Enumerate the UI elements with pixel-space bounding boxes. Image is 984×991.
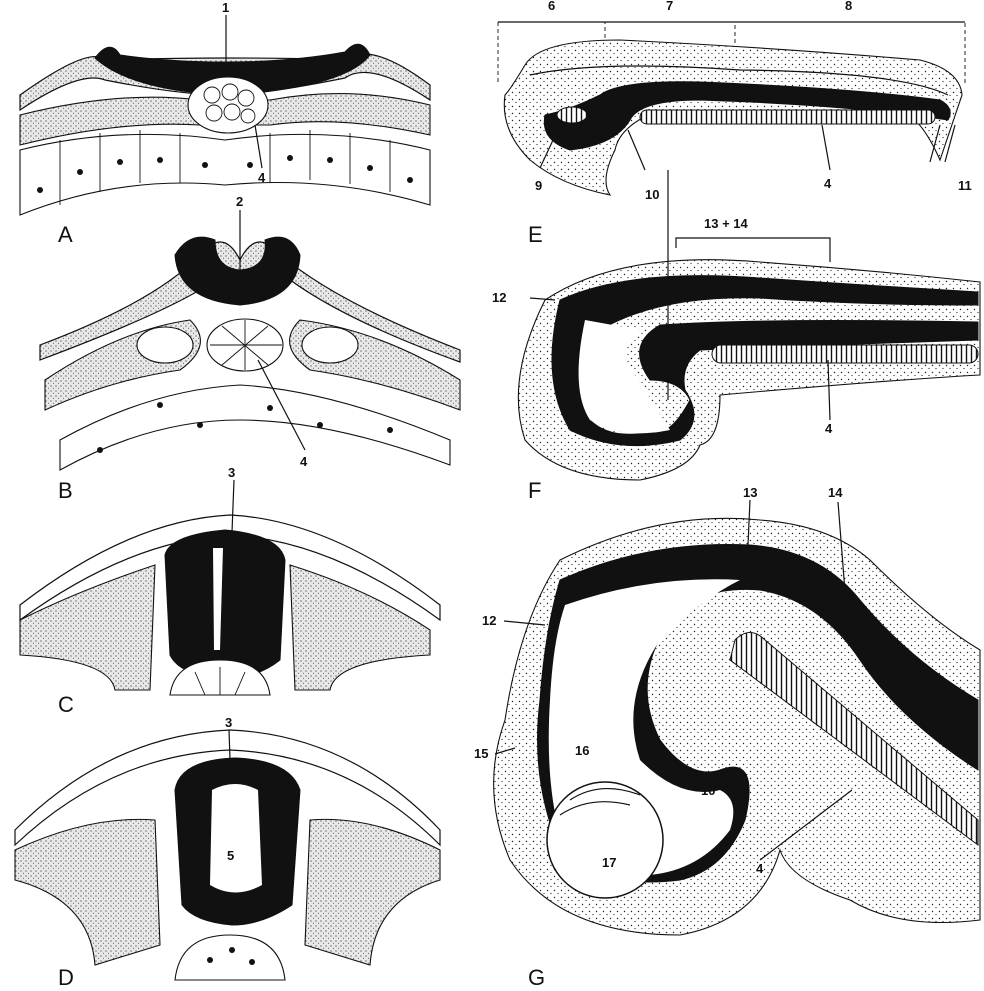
panel-label-c: C	[58, 692, 74, 717]
label-11: 11	[958, 178, 972, 193]
label-6: 6	[548, 0, 555, 13]
label-4-e: 4	[824, 176, 832, 191]
label-4-g: 4	[756, 861, 764, 876]
label-13-14: 13 + 14	[704, 216, 749, 231]
label-10-g: 10	[701, 783, 715, 798]
label-7: 7	[666, 0, 673, 13]
label-5: 5	[227, 848, 234, 863]
label-9: 9	[535, 178, 542, 193]
panel-c: 3 C	[20, 465, 440, 717]
label-12-g: 12	[482, 613, 496, 628]
panel-d: 3 5 D	[15, 715, 440, 990]
label-14: 14	[828, 485, 843, 500]
panel-g: 13 14 12 15 16 10 17 4 G	[474, 485, 980, 990]
label-1: 1	[222, 0, 229, 15]
label-8: 8	[845, 0, 852, 13]
label-17: 17	[602, 855, 616, 870]
panel-label-g: G	[528, 965, 545, 990]
label-2: 2	[236, 194, 243, 209]
panel-b: 2 4 B	[40, 194, 460, 503]
label-10-e: 10	[645, 187, 659, 202]
label-12-f: 12	[492, 290, 506, 305]
panel-e: 6 7 8 9 10 4 11 E	[498, 0, 972, 247]
panel-label-d: D	[58, 965, 74, 990]
panel-f: 13 + 14 12 4 F	[492, 170, 980, 503]
panel-label-f: F	[528, 478, 541, 503]
label-4-a: 4	[258, 170, 266, 185]
panel-label-b: B	[58, 478, 73, 503]
label-4-f: 4	[825, 421, 833, 436]
label-16: 16	[575, 743, 589, 758]
panel-label-a: A	[58, 222, 73, 247]
label-4-b: 4	[300, 454, 308, 469]
label-3-d: 3	[225, 715, 232, 730]
label-15: 15	[474, 746, 488, 761]
label-3-c: 3	[228, 465, 235, 480]
label-13: 13	[743, 485, 757, 500]
panel-a: 1 4 A	[20, 0, 430, 247]
panel-label-e: E	[528, 222, 543, 247]
